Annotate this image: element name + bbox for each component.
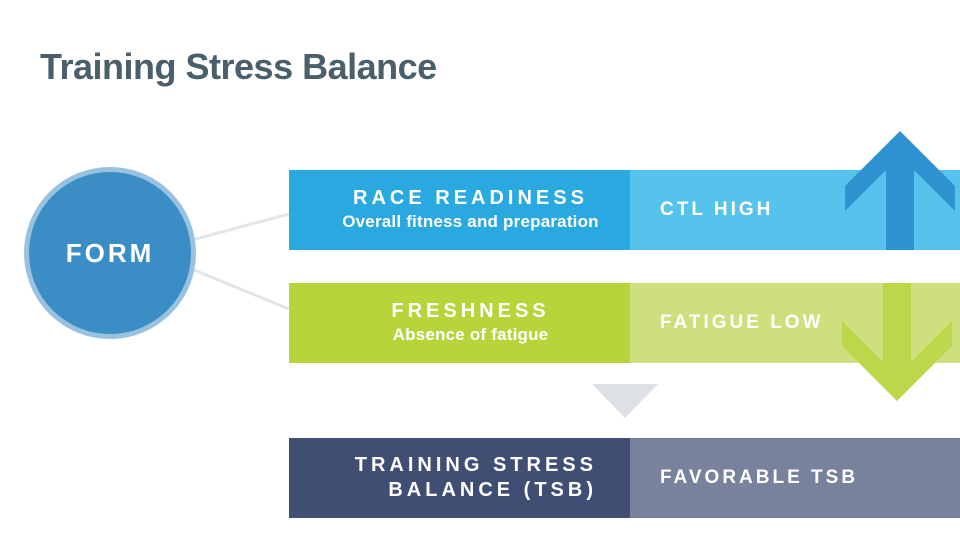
bar-freshness-right: FATIGUE LOW	[630, 283, 960, 363]
connector-line-top	[191, 212, 290, 242]
bar-freshness-left: FRESHNESS Absence of fatigue	[289, 283, 630, 363]
bar-race-readiness-tag: CTL HIGH	[660, 199, 774, 220]
form-node: FORM	[24, 167, 196, 339]
bar-tsb-left: TRAINING STRESS BALANCE (TSB)	[289, 438, 630, 518]
bar-freshness-subheading: Absence of fatigue	[392, 325, 549, 345]
connector-line-bottom	[193, 268, 290, 311]
bar-race-readiness-subheading: Overall fitness and preparation	[342, 212, 599, 232]
bar-freshness-heading: FRESHNESS	[391, 300, 550, 323]
bar-race-readiness-heading: RACE READINESS	[353, 187, 588, 210]
bar-tsb-heading: TRAINING STRESS BALANCE (TSB)	[354, 454, 597, 501]
bar-freshness-tag: FATIGUE LOW	[660, 312, 824, 333]
merge-triangle-icon	[592, 384, 658, 418]
form-node-label: FORM	[65, 237, 155, 268]
bar-tsb-tag: FAVORABLE TSB	[660, 467, 859, 488]
page-title: Training Stress Balance	[40, 46, 437, 87]
bar-tsb-right: FAVORABLE TSB	[630, 438, 960, 518]
bar-race-readiness-left: RACE READINESS Overall fitness and prepa…	[289, 170, 630, 250]
bar-race-readiness-right: CTL HIGH	[630, 170, 960, 250]
